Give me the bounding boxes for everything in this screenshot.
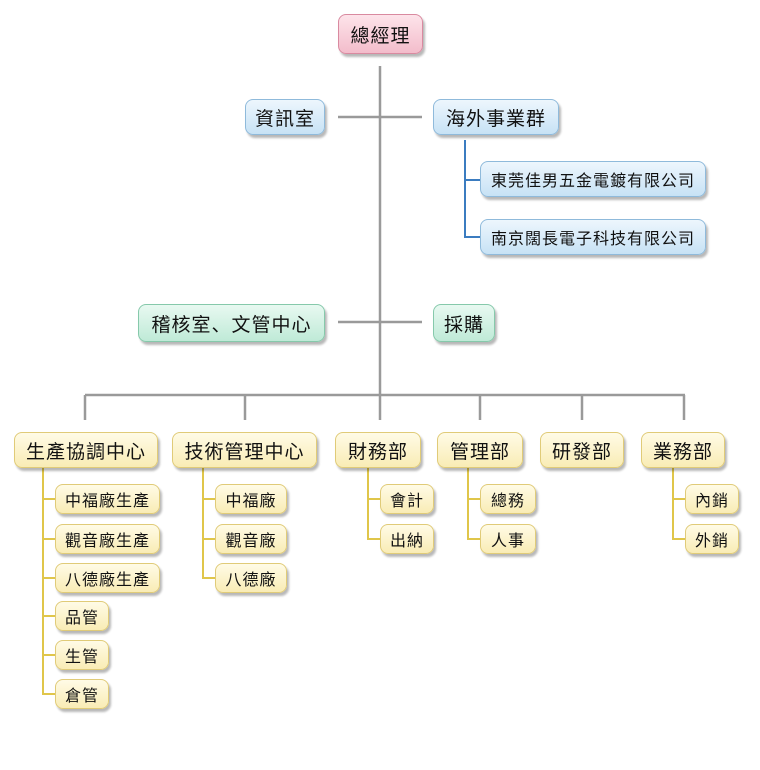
sub-unit-zhongfu-plant[interactable]: 中福廠 [215,484,287,514]
overseas-subsidiary-2[interactable]: 南京闊長電子科技有限公司 [480,219,706,255]
sub-unit-export-sales[interactable]: 外銷 [685,524,739,554]
sales-connector [672,468,685,540]
sub-unit-warehouse[interactable]: 倉管 [55,679,109,709]
sub-unit-production-control[interactable]: 生管 [55,640,109,670]
dept-finance[interactable]: 財務部 [335,432,421,468]
sub-unit-personnel[interactable]: 人事 [480,524,536,554]
sub-unit-accounting[interactable]: 會計 [380,484,434,514]
sub-unit-bade-production[interactable]: 八德廠生產 [55,563,160,593]
sub-unit-bade-plant[interactable]: 八德廠 [215,563,287,593]
info-room-node[interactable]: 資訊室 [245,99,325,135]
dept-administration[interactable]: 管理部 [437,432,523,468]
audit-doc-center-node[interactable]: 稽核室、文管中心 [138,304,325,342]
sub-unit-quality-control[interactable]: 品管 [55,601,109,631]
dept-technical-management[interactable]: 技術管理中心 [172,432,317,468]
dept-production-coordination[interactable]: 生產協調中心 [14,432,158,468]
sub-unit-domestic-sales[interactable]: 內銷 [685,484,739,514]
sub-unit-guanyin-plant[interactable]: 觀音廠 [215,524,287,554]
admin-connector [467,468,480,540]
dept-sales[interactable]: 業務部 [641,432,725,468]
sub-unit-cashier[interactable]: 出納 [380,524,434,554]
overseas-connector [464,140,480,238]
dept-rnd[interactable]: 研發部 [540,432,624,468]
finance-connector [367,468,380,540]
purchasing-node[interactable]: 採購 [433,304,495,342]
ceo-node[interactable]: 總經理 [338,14,423,54]
sub-unit-general-affairs[interactable]: 總務 [480,484,536,514]
overseas-subsidiary-1[interactable]: 東莞佳男五金電鍍有限公司 [480,161,706,197]
sub-unit-guanyin-production[interactable]: 觀音廠生產 [55,524,160,554]
sub-unit-zhongfu-production[interactable]: 中福廠生產 [55,484,160,514]
prod-center-connector [42,468,55,695]
overseas-group-node[interactable]: 海外事業群 [433,99,559,135]
tech-center-connector [202,468,215,579]
